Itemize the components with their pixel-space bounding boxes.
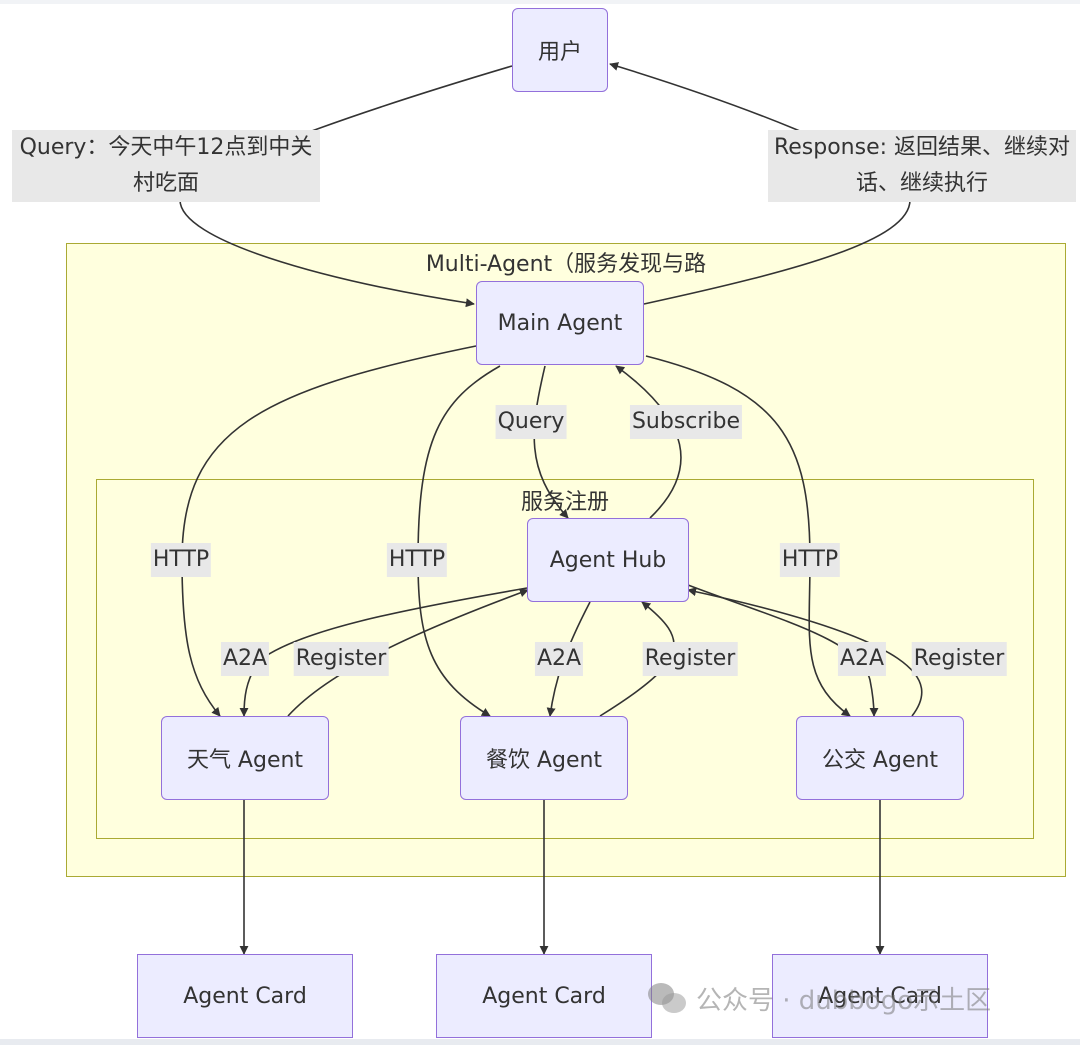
node-bus-card: Agent Card [772,954,988,1038]
edge-bus-hub-register [687,587,923,717]
node-agent-hub: Agent Hub [527,518,689,602]
watermark-text: 公众号 · dubbogo示土区 [696,986,992,1016]
wechat-icon [648,981,688,1017]
edge-label-http-bus: HTTP [779,543,841,577]
watermark: 公众号 · dubbogo示土区 [648,980,991,1017]
edge-label-response-user: Response: 返回结果、继续对话、继续执行 [768,130,1076,202]
edge-label-a2a-bus: A2A [837,642,887,676]
node-weather-card: Agent Card [137,954,353,1038]
node-food-card: Agent Card [436,954,652,1038]
node-main-agent: Main Agent [476,281,644,365]
edge-main-hub-query [533,365,569,519]
edge-label-subscribe: Subscribe [629,405,743,439]
edge-label-a2a-weather: A2A [220,642,270,676]
edge-label-a2a-food: A2A [534,642,584,676]
edge-main-bus-http [645,355,851,717]
bottom-strip [0,1039,1080,1045]
edge-hub-weather-a2a [239,587,528,717]
node-user: 用户 [512,8,608,92]
edge-label-query-hub: Query [495,405,567,439]
edge-label-http-food: HTTP [386,543,448,577]
edge-label-http-weather: HTTP [150,543,212,577]
top-strip [0,0,1080,4]
edge-hub-main-subscribe [615,365,682,519]
edge-main-weather-http [181,345,477,717]
node-bus-agent: 公交 Agent [796,716,964,800]
cluster-multi-agent-title: Multi-Agent（服务发现与路 [425,252,707,277]
edge-label-register-weather: Register [293,642,389,676]
node-food-agent: 餐饮 Agent [460,716,628,800]
node-weather-agent: 天气 Agent [161,716,329,800]
edge-label-register-food: Register [642,642,738,676]
edge-label-query-user: Query：今天中午12点到中关村吃面 [12,130,320,202]
edge-label-register-bus: Register [911,642,1007,676]
edge-main-food-http [417,365,501,717]
